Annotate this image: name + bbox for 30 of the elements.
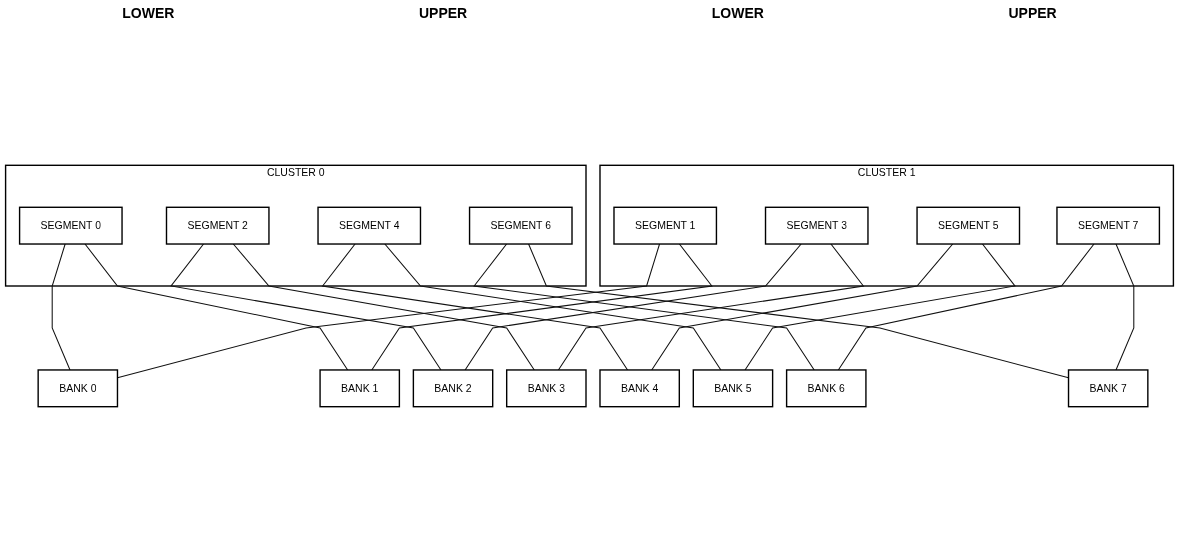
node-box: BANK 6 <box>785 369 867 408</box>
node-box: BANK 4 <box>599 369 680 408</box>
connector <box>51 243 71 371</box>
node-box: SEGMENT 6 <box>468 206 573 245</box>
bus-half-label: LOWER <box>121 5 176 21</box>
bus-half-label: UPPER <box>1007 5 1058 21</box>
node-box: SEGMENT 3 <box>764 206 869 245</box>
bus-half-label: UPPER <box>417 5 469 21</box>
bus-half-label: LOWER <box>710 5 765 21</box>
node-box: SEGMENT 4 <box>317 206 422 245</box>
connector <box>651 243 954 371</box>
connector <box>84 243 349 371</box>
connector <box>557 243 865 371</box>
node-box: SEGMENT 7 <box>1056 206 1161 245</box>
node-box: BANK 0 <box>37 369 119 408</box>
node-box: BANK 7 <box>1067 369 1149 408</box>
node-box: SEGMENT 0 <box>18 206 123 245</box>
node-box: BANK 1 <box>319 369 401 408</box>
node-box: BANK 5 <box>692 369 774 408</box>
node-box: SEGMENT 2 <box>165 206 270 245</box>
connector <box>837 243 1095 371</box>
connector <box>321 243 629 371</box>
node-box: SEGMENT 5 <box>916 206 1021 245</box>
connector <box>232 243 535 371</box>
connector <box>1115 243 1135 371</box>
node-box: BANK 2 <box>412 369 494 408</box>
connector <box>744 243 1016 371</box>
node-box: BANK 3 <box>506 369 587 408</box>
connector <box>170 243 442 371</box>
node-box: SEGMENT 1 <box>613 206 718 245</box>
